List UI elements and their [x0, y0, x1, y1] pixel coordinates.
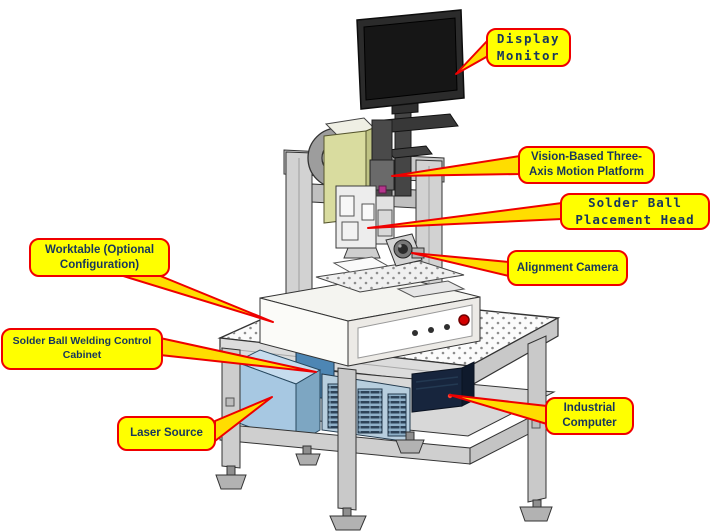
callout-solder-head: Solder Ball Placement Head	[560, 193, 710, 230]
table-leg-front-left	[221, 347, 241, 469]
z-axis-rail	[369, 119, 395, 215]
control-box	[259, 274, 481, 367]
callout-industrial-computer: Industrial Computer	[545, 397, 634, 435]
leader-worktable	[119, 274, 274, 323]
callout-alignment-camera: Alignment Camera	[507, 250, 628, 286]
callout-laser-source: Laser Source	[117, 416, 216, 451]
sensor-marker	[378, 185, 387, 194]
panel-button	[428, 327, 434, 333]
callout-display-monitor: Display Monitor	[486, 28, 571, 67]
monitor-pole	[383, 95, 459, 197]
callout-worktable: Worktable (Optional Configuration)	[29, 238, 170, 277]
emergency-stop-button	[458, 314, 470, 326]
callout-vision-platform: Vision-Based Three- Axis Motion Platform	[518, 146, 655, 184]
table-leg-front-center	[337, 367, 357, 511]
leader-lines	[119, 39, 563, 442]
panel-button	[444, 324, 450, 330]
callout-control-cabinet: Solder Ball Welding Control Cabinet	[1, 328, 163, 370]
panel-button	[412, 330, 418, 336]
worktable-plate	[315, 256, 466, 298]
monitor-screen	[363, 17, 458, 101]
leveling-feet	[215, 431, 553, 531]
monitor-illustration	[356, 9, 465, 115]
solder-head-assembly	[335, 185, 395, 273]
industrial-computer-box	[411, 361, 475, 413]
